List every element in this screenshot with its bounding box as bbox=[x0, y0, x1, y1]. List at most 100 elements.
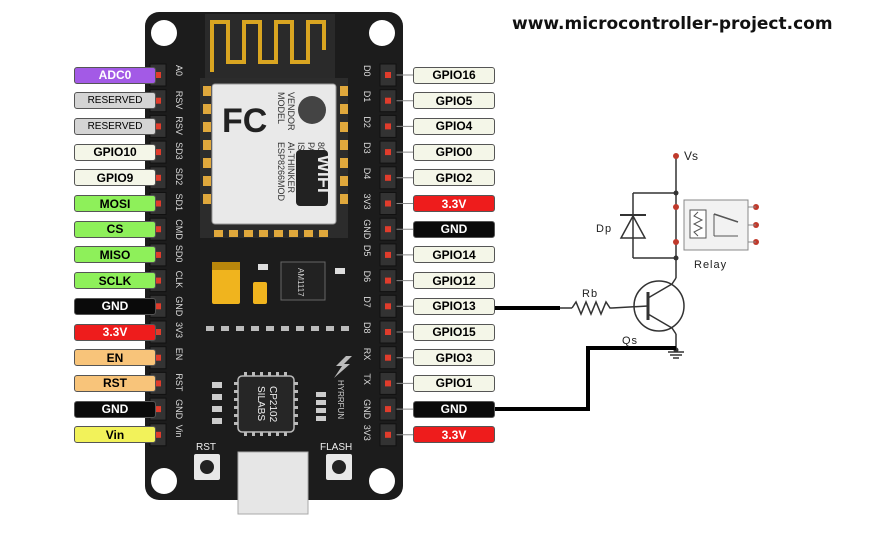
pin-contact bbox=[155, 200, 161, 207]
silk-pin-label: Vin bbox=[174, 425, 184, 438]
silk-pin-label: D5 bbox=[362, 245, 372, 257]
silk-pin-label: TX bbox=[362, 373, 372, 385]
right-pin-label: GPIO15 bbox=[413, 323, 495, 341]
junction-dot bbox=[673, 255, 679, 261]
silk-pin-label: 3V3 bbox=[362, 194, 372, 210]
silk-pin-label: RSV bbox=[174, 116, 184, 135]
diode-label: Dp bbox=[596, 223, 612, 235]
pin-contact bbox=[155, 406, 161, 413]
pin-contact bbox=[155, 303, 161, 310]
silk-pin-label: CLK bbox=[174, 271, 184, 289]
small-capacitor bbox=[253, 282, 267, 304]
silk-pin-label: RST bbox=[174, 373, 184, 392]
relay-circuit bbox=[560, 156, 685, 359]
silk-pin-label: A0 bbox=[174, 65, 184, 76]
left-pin-label: MOSI bbox=[74, 195, 156, 212]
silk-pin-label: D4 bbox=[362, 168, 372, 180]
right-pin-label: GPIO5 bbox=[413, 92, 495, 110]
left-pin-label: RESERVED bbox=[74, 92, 156, 110]
mid-pads bbox=[206, 326, 349, 424]
pin-contact bbox=[155, 97, 161, 104]
pin-contact bbox=[155, 251, 161, 258]
silk-pin-label: D0 bbox=[362, 65, 372, 77]
pin-contact bbox=[155, 174, 161, 181]
vs-label: Vs bbox=[684, 149, 698, 163]
module-text-line: AI-THINKER bbox=[286, 142, 296, 194]
right-pin-label: GND bbox=[413, 400, 495, 418]
pin-contact bbox=[385, 380, 391, 387]
pin-contact bbox=[385, 174, 391, 181]
pin-contact bbox=[385, 226, 391, 233]
right-pin-label: GPIO1 bbox=[413, 374, 495, 392]
silk-pin-label: GND bbox=[362, 219, 372, 240]
pin-contact bbox=[155, 72, 161, 78]
silk-pin-label: 3V3 bbox=[174, 322, 184, 338]
right-pin-label: GPIO3 bbox=[413, 349, 495, 367]
silk-pin-label: GND bbox=[174, 296, 184, 317]
silk-pin-label: CMD bbox=[174, 219, 184, 240]
transistor-label: Qs bbox=[622, 335, 638, 347]
pin-contact bbox=[155, 149, 161, 156]
silk-pin-label: SD2 bbox=[174, 168, 184, 186]
pin-contact bbox=[385, 431, 391, 438]
silk-pin-label: D8 bbox=[362, 322, 372, 334]
right-pin-label: GPIO4 bbox=[413, 117, 495, 135]
chip-legs bbox=[234, 372, 298, 436]
pin-contact bbox=[155, 329, 161, 335]
left-pin-label: SCLK bbox=[74, 272, 156, 290]
silk-pin-label: RX bbox=[362, 348, 372, 361]
pin-contact bbox=[385, 329, 391, 335]
pin-contact bbox=[385, 149, 391, 156]
left-pin-label: EN bbox=[74, 349, 156, 367]
right-pin-label: GPIO13 bbox=[413, 297, 495, 315]
micro-usb-connector bbox=[237, 451, 309, 515]
module-text-line: VENDOR bbox=[286, 92, 296, 131]
silk-pin-label: D3 bbox=[362, 142, 372, 154]
espressif-logo-icon bbox=[298, 96, 326, 124]
mounting-hole bbox=[369, 20, 395, 46]
resistor-label: Rb bbox=[582, 288, 598, 300]
usb-uart-chip bbox=[237, 375, 295, 433]
wifi-label: WiFi bbox=[314, 155, 334, 193]
right-pin-label: GPIO16 bbox=[413, 66, 495, 84]
brand-text: HYRRFUN bbox=[336, 380, 345, 419]
diode-icon bbox=[619, 214, 647, 239]
rst-button-knob[interactable] bbox=[200, 460, 214, 474]
module-text-line: MODEL bbox=[276, 92, 286, 124]
site-url: www.microcontroller-project.com bbox=[512, 14, 833, 34]
flash-button-knob[interactable] bbox=[332, 460, 346, 474]
left-pin-label: GPIO9 bbox=[74, 169, 156, 187]
capacitor-band bbox=[212, 262, 240, 270]
right-pin-label: GPIO0 bbox=[413, 143, 495, 161]
silk-pin-label: D1 bbox=[362, 91, 372, 103]
rst-button-label: RST bbox=[196, 442, 216, 453]
capacitor bbox=[212, 262, 240, 304]
silk-pin-label: D7 bbox=[362, 296, 372, 308]
pin-contact bbox=[385, 251, 391, 258]
regulator-chip bbox=[280, 261, 326, 301]
regulator-text: AM1117 bbox=[296, 268, 305, 297]
silk-pin-label: SD1 bbox=[174, 194, 184, 212]
left-pin-label: Vin bbox=[74, 426, 156, 444]
usb-chip-line1: SILABS bbox=[255, 386, 266, 421]
junction-dot bbox=[673, 190, 679, 196]
silk-pin-label: RSV bbox=[174, 91, 184, 110]
vs-node bbox=[673, 153, 679, 159]
pin-contact bbox=[385, 97, 391, 104]
pin-contact bbox=[385, 354, 391, 361]
left-pin-label: RESERVED bbox=[74, 117, 156, 135]
flash-button-label: FLASH bbox=[320, 442, 352, 453]
left-pin-label: GND bbox=[74, 297, 156, 315]
silk-pin-label: EN bbox=[174, 348, 184, 361]
pin-contact bbox=[385, 123, 391, 130]
right-pin-label: GND bbox=[413, 220, 495, 238]
gnd-wire bbox=[470, 346, 676, 411]
left-pin-label: ADC0 bbox=[74, 66, 156, 84]
left-pin-label: CS bbox=[74, 220, 156, 238]
silkscreen-labels: A0RSVRSVSD3SD2SD1CMDSD0CLKGND3V3ENRSTGND… bbox=[174, 65, 372, 441]
silk-pin-label: SD3 bbox=[174, 142, 184, 160]
right-pin-label: GPIO2 bbox=[413, 169, 495, 187]
mounting-hole bbox=[151, 468, 177, 494]
right-pin-label: 3.3V bbox=[413, 426, 495, 444]
